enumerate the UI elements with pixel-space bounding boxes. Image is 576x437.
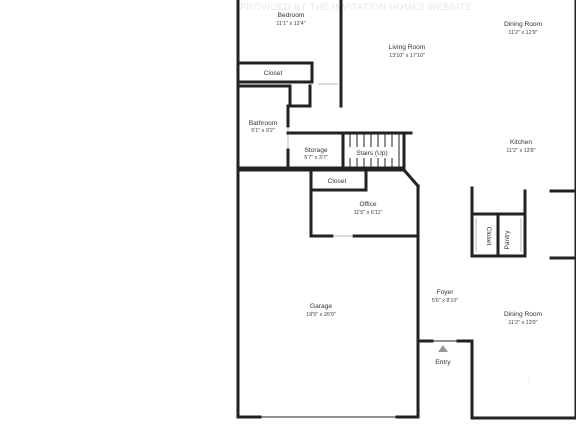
label-dining-room-top: Dining Room bbox=[504, 21, 543, 28]
label-kitchen: Kitchen bbox=[510, 139, 532, 146]
walls bbox=[236, 0, 576, 420]
dims-living-room: 13'10" x 17'10" bbox=[389, 53, 425, 59]
label-closet-bedroom: Closet bbox=[264, 70, 283, 77]
dims-storage: 5'7" x 3'7" bbox=[304, 155, 328, 161]
label-garage: Garage bbox=[310, 303, 332, 310]
dims-garage: 19'5" x 26'9" bbox=[306, 312, 336, 318]
dims-kitchen: 11'2" x 13'8" bbox=[506, 148, 535, 154]
label-foyer: Foyer bbox=[437, 289, 455, 296]
label-closet-office: Closet bbox=[328, 178, 347, 185]
stairs-label-bg bbox=[349, 147, 395, 158]
watermark-corner: I bbox=[528, 375, 531, 385]
dims-office: 11'5" x 6'11" bbox=[354, 210, 383, 216]
label-dining-room-bottom: Dining Room bbox=[504, 311, 543, 318]
label-bathroom: Bathroom bbox=[249, 120, 278, 127]
dims-foyer: 5'6" x 8'10" bbox=[432, 298, 459, 304]
dims-dining-room-top: 11'2" x 12'9" bbox=[508, 30, 537, 36]
label-bedroom: Bedroom bbox=[278, 12, 305, 19]
label-entry: Entry bbox=[435, 359, 451, 366]
dims-dining-room-bottom: 11'2" x 13'0" bbox=[508, 320, 537, 326]
dims-bathroom: 5'1" x 9'2" bbox=[251, 128, 275, 134]
entry-arrow-icon bbox=[438, 345, 448, 352]
label-stairs: Stairs (Up) bbox=[356, 150, 388, 157]
label-pantry: Pantry bbox=[504, 230, 511, 250]
label-living-room: Living Room bbox=[389, 44, 426, 51]
label-storage: Storage bbox=[304, 147, 327, 154]
room-labels: Bedroom 11'1" x 12'4" Closet Living Room… bbox=[249, 12, 543, 366]
wall-office-angle bbox=[401, 167, 421, 189]
label-closet-kitchen: Closet bbox=[485, 227, 492, 246]
label-office: Office bbox=[359, 201, 376, 208]
dims-bedroom: 11'1" x 12'4" bbox=[276, 21, 305, 27]
watermark-text: PROVIDED BY THE INVITATION HOMES WEBSITE bbox=[240, 2, 472, 12]
